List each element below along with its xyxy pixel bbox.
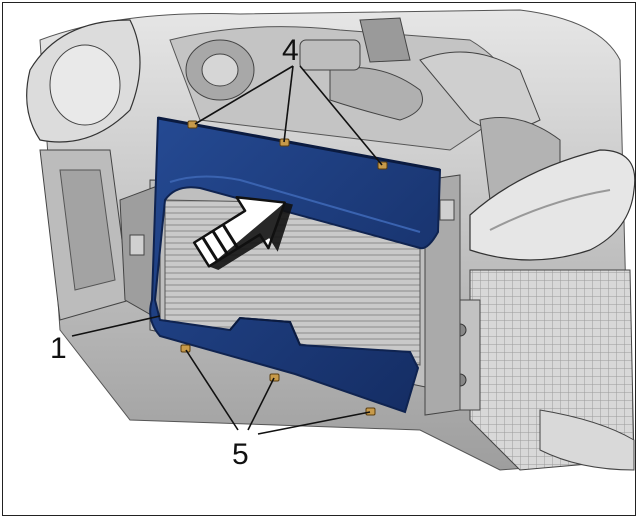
fastener-bottom-3 <box>365 407 376 416</box>
left-headlight <box>26 19 141 321</box>
callout-1: 1 <box>50 332 67 365</box>
arrow-icon <box>192 196 293 270</box>
right-headlight <box>469 149 636 261</box>
fasteners <box>180 120 388 416</box>
fastener-bottom-1 <box>180 344 191 353</box>
fan-shroud <box>149 116 442 414</box>
leader-4b <box>283 65 294 143</box>
leader-5c <box>257 411 371 435</box>
leader-lines <box>71 65 383 435</box>
leader-5a <box>185 349 239 431</box>
leader-4c <box>299 65 383 166</box>
leader-1 <box>71 315 161 337</box>
fastener-bottom-2 <box>269 373 280 382</box>
callout-4: 4 <box>282 34 299 67</box>
leader-4a <box>194 65 294 125</box>
callout-5: 5 <box>232 438 249 471</box>
fastener-top-1 <box>187 120 198 129</box>
leader-5b <box>247 377 275 431</box>
